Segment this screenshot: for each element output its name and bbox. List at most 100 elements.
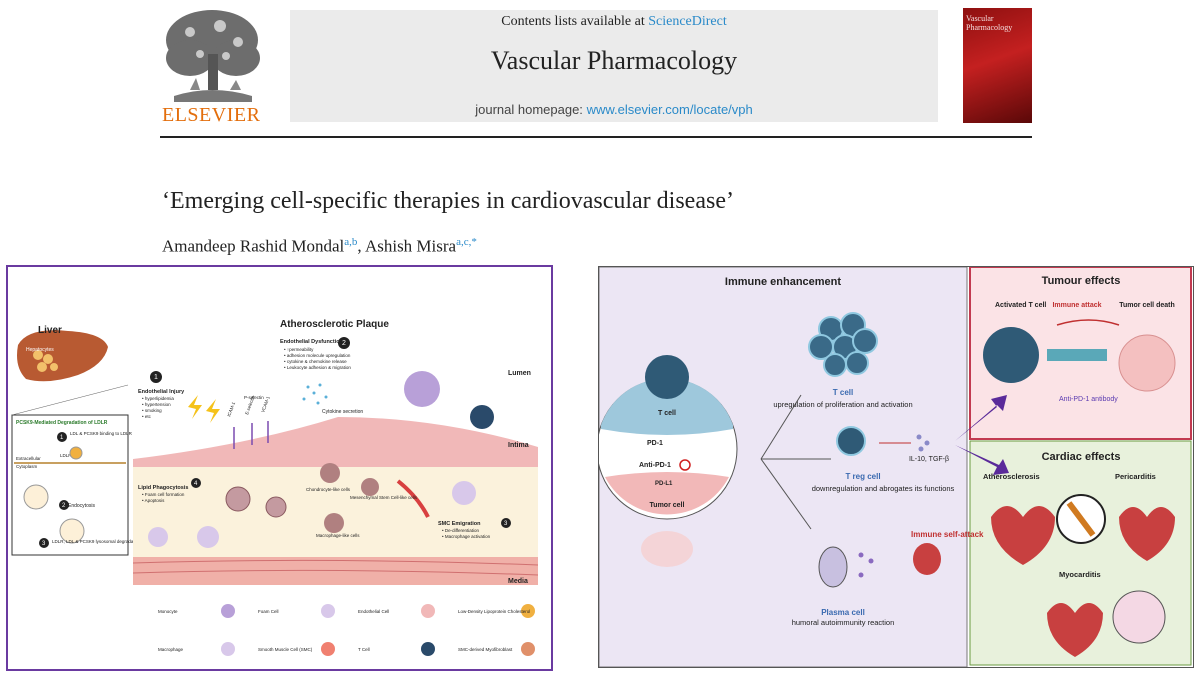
treg-label: T reg cell: [845, 472, 880, 481]
author-name[interactable]: Amandeep Rashid Mondal: [162, 236, 345, 256]
dysfunction-title: Endothelial Dysfunction: [280, 339, 344, 345]
step-3-badge: [39, 538, 49, 548]
plaque-title: Atherosclerotic Plaque: [280, 319, 389, 330]
legend-swatch: [521, 604, 535, 618]
homepage-link[interactable]: www.elsevier.com/locate/vph: [586, 102, 753, 117]
lipid-list: • Foam cell formation• Apoptosis: [142, 492, 185, 503]
author-affiliation[interactable]: a,c,*: [456, 236, 477, 248]
lipid-title: Lipid Phagocytosis: [138, 485, 188, 491]
article-title: ‘Emerging cell-specific therapies in car…: [162, 188, 734, 214]
cytoplasm-label: Cytoplasm: [16, 464, 38, 469]
cover-title: Vascular Pharmacology: [966, 14, 1013, 32]
elsevier-wordmark: ELSEVIER: [162, 104, 261, 126]
immune-title: Immune enhancement: [725, 276, 841, 288]
legend-swatch: [521, 642, 535, 656]
dysfunction-list: • ↑permeability• adhesion molecule upreg…: [284, 347, 351, 370]
step-4-number: 4: [194, 481, 198, 487]
header-divider: [160, 136, 1032, 138]
hepatocytes-label: Hepatocytes: [26, 347, 54, 353]
tumor-cell-dying: [1118, 334, 1176, 392]
lightning-icon: [206, 399, 220, 423]
injury-list: • hyperlipidemia• hypertension• smoking•…: [142, 396, 174, 419]
legend-label: Macrophage: [158, 647, 184, 652]
step-3-main-number: 3: [504, 521, 508, 527]
atherosclerosis-label: Atherosclerosis: [983, 472, 1040, 481]
heart-icon: [991, 506, 1055, 565]
tumour-title: Tumour effects: [1042, 275, 1121, 287]
tcell-effect-label: T cell: [833, 388, 853, 397]
homepage-line: journal homepage: www.elsevier.com/locat…: [290, 102, 938, 117]
pselectin-label: P-selectin: [244, 395, 264, 400]
heart-icon: [1119, 507, 1175, 561]
legend-swatch: [321, 604, 335, 618]
author-name[interactable]: Ashish Misra: [364, 236, 457, 256]
pdl1-label: PD-L1: [655, 481, 673, 487]
tumor-cell-label: Tumor cell: [650, 502, 685, 509]
list-item: • cytokine & chemokine release: [284, 359, 347, 364]
media-label: Media: [508, 578, 528, 585]
legend-swatch: [421, 642, 435, 656]
extracellular-label: Extracellular: [16, 456, 41, 461]
cardiac-title: Cardiac effects: [1042, 451, 1121, 463]
pd1-label: PD-1: [647, 440, 663, 447]
list-item: • Foam cell formation: [142, 492, 185, 497]
legend-label: SMC-derived Myofibroblast: [458, 647, 513, 652]
list-item: • etc: [142, 414, 152, 419]
t-cell: [470, 405, 494, 429]
plasma-label: Plasma cell: [821, 608, 865, 617]
legend-label: Low-Density Lipoprotein Cholesterol: [458, 609, 530, 614]
t-cell-top: [645, 355, 689, 399]
author-line: Amandeep Rashid Mondala,b, Ashish Misraa…: [162, 236, 477, 256]
monocyte-cell: [404, 371, 440, 407]
step-1-badge: [57, 432, 67, 442]
list-item: • Apoptosis: [142, 498, 165, 503]
step-1-main-number: 1: [154, 374, 158, 381]
activated-label: Activated T cell: [995, 302, 1046, 309]
heart-icon: [913, 543, 941, 575]
vcam-label: VCAM-1: [260, 395, 271, 413]
arrow-to-cardiac-icon: [955, 445, 1009, 475]
step-2-number: 2: [62, 503, 66, 509]
step-2-text: Endocytosis: [68, 503, 95, 509]
author-affiliation[interactable]: a,b: [344, 236, 358, 248]
tumor-death-label: Tumor cell death: [1119, 302, 1175, 309]
activated-t-cell: [983, 327, 1039, 383]
legend-label: T Cell: [358, 647, 370, 652]
myocarditis-label: Myocarditis: [1059, 570, 1101, 579]
legend-swatch: [321, 642, 335, 656]
lumen-label: Lumen: [508, 370, 531, 377]
journal-title: Vascular Pharmacology: [490, 46, 738, 75]
tcell-effect-desc: upregulation of proliferation and activa…: [773, 400, 912, 409]
smc-list: • De-differentiation• Macrophage activat…: [442, 528, 491, 539]
list-item: • Leukocyte adhesion & migration: [284, 365, 351, 370]
eselectin-label: E-selectin: [244, 395, 256, 416]
liver-label: Liver: [38, 325, 62, 336]
il10-label: IL-10, TGF-β: [909, 456, 949, 463]
elsevier-tree-logo: [160, 6, 265, 126]
list-item: • hypertension: [142, 402, 171, 407]
contents-line: Contents lists available at ScienceDirec…: [290, 14, 938, 30]
legend-label: Monocyte: [158, 609, 178, 614]
legend-label: Smooth Muscle Cell (SMC): [258, 647, 313, 652]
step-3-number: 3: [42, 541, 46, 547]
treg-cell: [836, 426, 866, 456]
legend-label: Foam Cell: [258, 609, 279, 614]
step-3-text: LDLR, LDL & PCSK9 lysosomal degradation: [52, 539, 141, 544]
plaque-illustration: Liver Hepatocytes PCSK9-Mediated Degrada…: [11, 319, 539, 656]
immune-attack-label: Immune attack: [1052, 302, 1101, 309]
journal-cover-image: Vascular Pharmacology: [963, 8, 1032, 123]
journal-masthead: Contents lists available at ScienceDirec…: [290, 10, 938, 122]
homepage-prefix: journal homepage:: [475, 102, 583, 117]
icam-label: ICAM-1: [226, 401, 236, 418]
macrophage-like-label: Macrophage-like cells: [316, 533, 360, 538]
step-1-number: 1: [60, 435, 64, 441]
figure-immune-therapy: Immune enhancement Tumour effects Cardia…: [598, 266, 1194, 668]
antibody-label: Anti-PD-1 antibody: [1059, 396, 1118, 403]
self-attack-label: Immune self-attack: [911, 530, 984, 539]
immune-illustration: Immune enhancement Tumour effects Cardia…: [599, 267, 1192, 667]
legend-swatch: [221, 604, 235, 618]
sciencedirect-link[interactable]: ScienceDirect: [648, 14, 727, 29]
block-icon: [679, 459, 691, 471]
heart-icon: [1047, 603, 1103, 657]
